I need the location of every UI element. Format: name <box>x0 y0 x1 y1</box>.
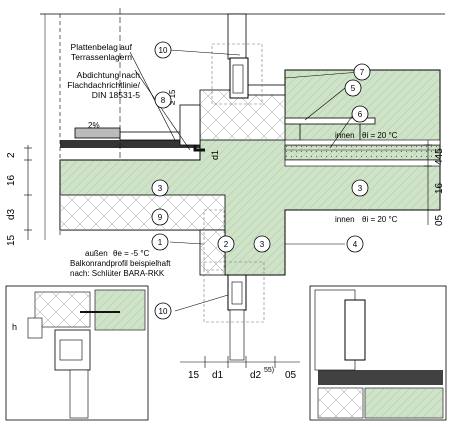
svg-text:5: 5 <box>351 84 356 93</box>
dim-bottom-d1: d1 <box>212 370 224 381</box>
label-balkon-l1: Balkonrandprofil beispielhaft <box>70 259 171 268</box>
dim-left-2: 2 <box>6 152 17 158</box>
label-aussen: außen <box>85 249 108 258</box>
svg-text:2: 2 <box>224 240 229 249</box>
svg-text:9: 9 <box>158 213 163 222</box>
svg-text:6: 6 <box>358 110 363 119</box>
label-abdichtung-l1: Abdichtung nach <box>77 70 141 80</box>
dim-left-15: 15 <box>6 234 17 246</box>
callout-3-left: 3 <box>151 179 169 197</box>
svg-text:10: 10 <box>159 46 168 55</box>
callout-10-bottom: 10 <box>154 302 172 320</box>
bottom-dimension-chain <box>180 356 300 368</box>
balcony-buildup <box>59 104 226 231</box>
svg-text:10: 10 <box>159 307 168 316</box>
floor-buildup-right <box>284 139 441 167</box>
dim-bottom-05: 05 <box>285 370 297 381</box>
wall-lower <box>199 209 226 276</box>
svg-text:3: 3 <box>358 184 363 193</box>
label-theta-i-top: θi = 20 °C <box>362 131 398 140</box>
label-plattenbelag-l2: Terrassenlagern <box>71 52 132 62</box>
window-frame-top <box>211 13 263 105</box>
callout-7: 7 <box>353 63 371 81</box>
dim-right-05: 05 <box>434 214 445 226</box>
callout-1: 1 <box>151 233 169 251</box>
callout-4: 4 <box>346 235 364 253</box>
dim-bottom-15: 15 <box>188 370 200 381</box>
callout-3-right: 3 <box>351 179 369 197</box>
callout-circles: 10 8 7 5 6 3 3 3 9 1 2 4 10 <box>151 41 371 320</box>
dim-left-d3: d3 <box>6 208 17 220</box>
label-slope: 2% <box>88 121 100 130</box>
callout-8: 8 <box>154 91 172 109</box>
svg-text:8: 8 <box>161 96 166 105</box>
svg-text:3: 3 <box>260 240 265 249</box>
leader-lines <box>129 49 361 312</box>
dimension-text: 2 16 d3 15 445 16 05 15 d1 d2 55) 05 d1 … <box>6 148 445 381</box>
label-abdichtung-l2: Flachdachrichtlinie/ <box>67 80 140 90</box>
label-balkon-l2: nach: Schlüter BARA-RKK <box>70 269 165 278</box>
label-abdichtung-l3: DIN 18531-5 <box>92 90 140 100</box>
callout-2: 2 <box>217 235 235 253</box>
svg-text:4: 4 <box>353 240 358 249</box>
label-ge15: ≥ 15 <box>168 89 177 105</box>
dim-right-445: 445 <box>434 148 445 165</box>
label-theta-e: θe = -5 °C <box>113 249 150 258</box>
left-dimension-chain <box>24 145 32 240</box>
callout-5: 5 <box>344 79 362 97</box>
label-theta-i-bottom: θi = 20 °C <box>362 215 398 224</box>
label-plattenbelag-l1: Plattenbelag auf <box>71 42 133 52</box>
right-dimension-chain <box>424 140 432 225</box>
svg-text:1: 1 <box>158 238 163 247</box>
svg-text:7: 7 <box>360 68 365 77</box>
dim-inset-h: h <box>12 322 17 332</box>
inset-detail-left <box>5 285 149 421</box>
text-labels: Plattenbelag auf Terrassenlagern Abdicht… <box>67 42 397 278</box>
callout-10-top: 10 <box>154 41 172 59</box>
label-innen-top: innen <box>335 131 355 140</box>
dim-left-16: 16 <box>6 174 17 186</box>
inset-detail-right <box>309 285 447 421</box>
dim-inner-d1: d1 <box>210 150 220 160</box>
svg-text:3: 3 <box>158 184 163 193</box>
callout-6: 6 <box>351 105 369 123</box>
label-innen-bottom: innen <box>335 215 355 224</box>
dim-bottom-55: 55) <box>264 367 274 374</box>
railing <box>284 117 376 140</box>
window-frame-bottom <box>203 261 265 361</box>
callout-3-lower: 3 <box>253 235 271 253</box>
dim-bottom-d2: d2 <box>250 370 262 381</box>
callout-9: 9 <box>151 208 169 226</box>
dim-right-16: 16 <box>434 182 445 194</box>
